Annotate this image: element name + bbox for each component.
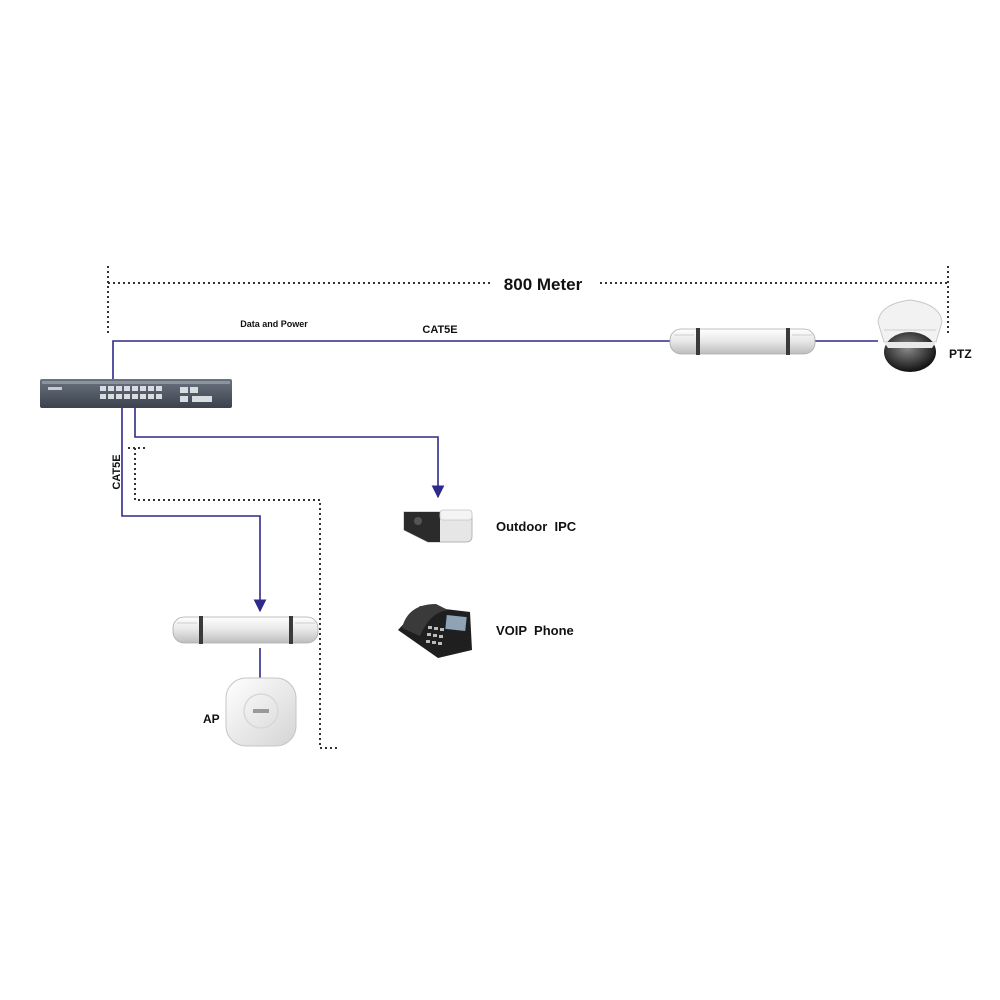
voip-phone-icon	[398, 604, 472, 658]
ptz-camera-icon	[877, 299, 943, 372]
cable-to-outdoor-ipc	[134, 407, 445, 499]
cable-to-ptz	[112, 340, 670, 384]
access-point-icon	[225, 677, 297, 747]
ap-label: AP	[203, 712, 220, 726]
dotted-boundary-path	[134, 448, 337, 749]
data-power-label: Data and Power	[240, 319, 308, 329]
outdoor-ipc-camera-icon	[403, 509, 473, 543]
poe-extender-icon-bottom	[172, 616, 319, 644]
distance-dimension: 800 Meter	[107, 266, 949, 334]
cable-to-ap-extender	[121, 407, 267, 613]
voip-phone-label: VOIP Phone	[496, 623, 574, 638]
ptz-label: PTZ	[949, 347, 972, 361]
cable-label-left: CAT5E	[111, 454, 123, 489]
cable-label-top: CAT5E	[422, 324, 457, 336]
distance-label: 800 Meter	[504, 275, 583, 294]
outdoor-ipc-label: Outdoor IPC	[496, 519, 577, 534]
cables	[112, 340, 878, 680]
poe-switch-icon	[40, 379, 232, 408]
poe-extender-icon-top	[669, 328, 816, 355]
